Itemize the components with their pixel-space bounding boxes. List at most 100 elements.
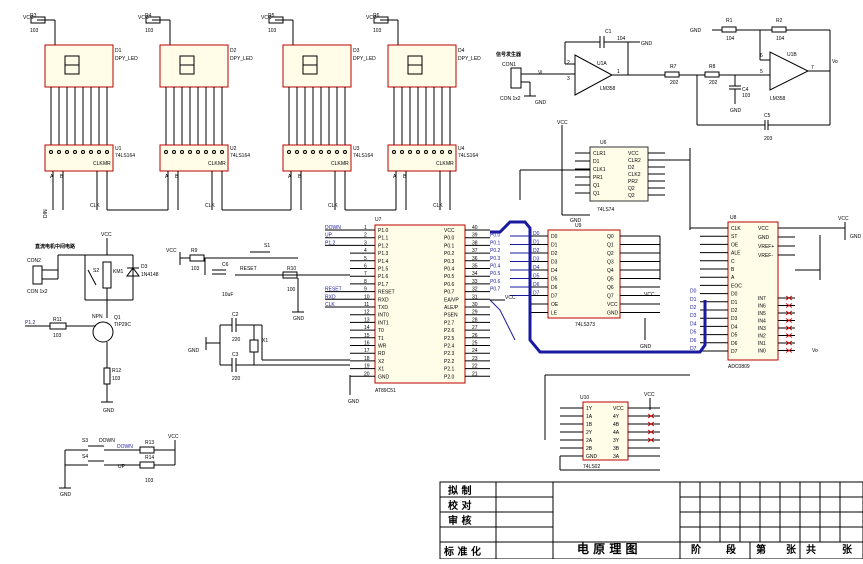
adc-left-pin: D2 bbox=[731, 308, 738, 314]
adc-left-pin: CLK bbox=[731, 226, 741, 232]
vcc-label: VCC bbox=[23, 15, 34, 21]
mcu-right-pin: P0.6 bbox=[444, 282, 455, 288]
resistor-value: 103 bbox=[145, 28, 154, 34]
latch-left-pin: D1 bbox=[551, 243, 558, 249]
mcu-left-num: 16 bbox=[364, 341, 370, 347]
c5-value: 203 bbox=[764, 136, 773, 142]
display-type: DPY_LED bbox=[458, 56, 481, 62]
adc-left-pin: C bbox=[731, 259, 735, 265]
mcu-left-num: 11 bbox=[364, 302, 369, 308]
u1a-type: LM358 bbox=[600, 86, 616, 92]
latch-bus-label: D2 bbox=[533, 248, 540, 254]
vcc-label: VCC bbox=[838, 216, 849, 222]
mcu-net-label: UP bbox=[325, 233, 333, 239]
reset-label: RESET bbox=[240, 266, 257, 272]
vcc-label: VCC bbox=[557, 120, 568, 126]
r14 bbox=[139, 461, 155, 469]
gate-right-pin: 4Y bbox=[613, 414, 620, 420]
mcu-left-pin: P1.6 bbox=[378, 274, 389, 280]
mcu-left-num: 13 bbox=[364, 317, 370, 323]
s4-label: S4 bbox=[82, 454, 88, 460]
latch-right-pin: Q1 bbox=[607, 243, 614, 249]
mcu-left-num: 18 bbox=[364, 356, 370, 362]
u6-right-pin: D2 bbox=[628, 165, 635, 171]
cell-total-2: 张 bbox=[842, 543, 853, 556]
relay-coil bbox=[102, 261, 112, 289]
latch-bus-label: D1 bbox=[533, 240, 540, 246]
adc-right-pin: VREF- bbox=[758, 253, 773, 259]
c3-label: C3 bbox=[232, 352, 239, 358]
mcu-right-num: 26 bbox=[472, 333, 478, 339]
c5-label: C5 bbox=[764, 113, 771, 119]
resistor-label: R5 bbox=[268, 13, 275, 19]
sr-pin-clk: CLK bbox=[331, 161, 341, 167]
mcu-right-num: 35 bbox=[472, 264, 478, 270]
mcu-right-pin: P0.0 bbox=[444, 236, 455, 242]
adc-right-pin: VREF+ bbox=[758, 244, 774, 250]
c4-value: 103 bbox=[742, 93, 751, 99]
latch-left-pin: D0 bbox=[551, 234, 558, 240]
shift-register bbox=[159, 144, 229, 172]
motor-section: 直流电机中间电路 CON2 CON 1x2 VCC S2 KM1 D3 1N41… bbox=[25, 232, 159, 414]
vi-label: Vi bbox=[538, 70, 542, 76]
c1-label: C1 bbox=[605, 29, 612, 35]
vcc-label: VCC bbox=[644, 392, 655, 398]
mcu-left-pin: T0 bbox=[378, 328, 384, 334]
vcc-label: VCC bbox=[138, 15, 149, 21]
r10-value: 100 bbox=[287, 287, 296, 293]
u6-right-pin: Q2 bbox=[628, 186, 635, 192]
mcu-left-num: 8 bbox=[364, 279, 367, 285]
row-reviewer: 审 核 bbox=[448, 514, 471, 527]
adc-left-pin: EOC bbox=[731, 283, 742, 289]
adc-bus-label: D3 bbox=[690, 313, 697, 319]
mcu-right-pin: P0.4 bbox=[444, 267, 455, 273]
u6-left-pin: CLK1 bbox=[593, 167, 606, 173]
adc-left-pin: A bbox=[731, 275, 735, 281]
sr-pin-clk: CLK bbox=[93, 161, 103, 167]
r12-label: R12 bbox=[112, 368, 121, 374]
resistor-label: R3 bbox=[30, 13, 37, 19]
latch-bus-label: D5 bbox=[533, 274, 540, 280]
gate-right-pin: 3B bbox=[613, 446, 620, 452]
svg-text:5: 5 bbox=[760, 69, 763, 75]
adc-left-pin: D7 bbox=[731, 349, 738, 355]
r2 bbox=[771, 26, 787, 33]
mcu-left-pin: INT0 bbox=[378, 313, 389, 319]
vcc-label: VCC bbox=[261, 15, 272, 21]
gate-u10: U10 74LS02 1Y1A1B2Y2A2BGNDVCC4Y4B4A3Y3B3… bbox=[544, 374, 690, 471]
row-standard: 标 准 化 bbox=[443, 545, 481, 558]
input-caption: 信号发生器 bbox=[496, 51, 522, 58]
adc-bus-label: D0 bbox=[690, 289, 697, 295]
mcu-bus-label: P0.1 bbox=[490, 240, 501, 246]
mcu-right-num: 38 bbox=[472, 240, 478, 246]
gate-left-pin: 2A bbox=[586, 438, 593, 444]
latch-right-pin: Q5 bbox=[607, 277, 614, 283]
mcu-right-pin: P2.3 bbox=[444, 351, 455, 357]
r13 bbox=[139, 446, 155, 454]
sr-pin-b: B bbox=[175, 174, 179, 180]
mcu-right-pin: P0.5 bbox=[444, 274, 455, 280]
mcu-bus-label: P0.4 bbox=[490, 264, 501, 270]
gnd-label: GND bbox=[188, 348, 200, 354]
latch-bus-label: D6 bbox=[533, 282, 540, 288]
gate-right-pin: VCC bbox=[613, 406, 624, 412]
c6-value: 10uF bbox=[222, 292, 233, 298]
u6-right-pin: CLR2 bbox=[628, 158, 641, 164]
motor-caption: 直流电机中间电路 bbox=[35, 243, 76, 250]
mcu-left-pin: P1.1 bbox=[378, 236, 389, 242]
display-id: D2 bbox=[230, 48, 237, 54]
c3-value: 220 bbox=[232, 376, 241, 382]
latch-right-pin: Q2 bbox=[607, 251, 614, 257]
mcu-right-pin: VCC bbox=[444, 228, 455, 234]
adc-left-pin: D5 bbox=[731, 333, 738, 339]
gnd-label: GND bbox=[570, 218, 582, 224]
r1 bbox=[721, 26, 737, 33]
gate-right-pin: 3A bbox=[613, 454, 620, 460]
vcc-label: VCC bbox=[166, 248, 177, 254]
mcu-right-pin: PSEN bbox=[444, 313, 458, 319]
adc-right-pin: VCC bbox=[758, 226, 769, 232]
gnd-label: GND bbox=[103, 408, 115, 414]
down-label: DOWN bbox=[99, 438, 115, 444]
mcu-right-pin: P0.1 bbox=[444, 243, 455, 249]
